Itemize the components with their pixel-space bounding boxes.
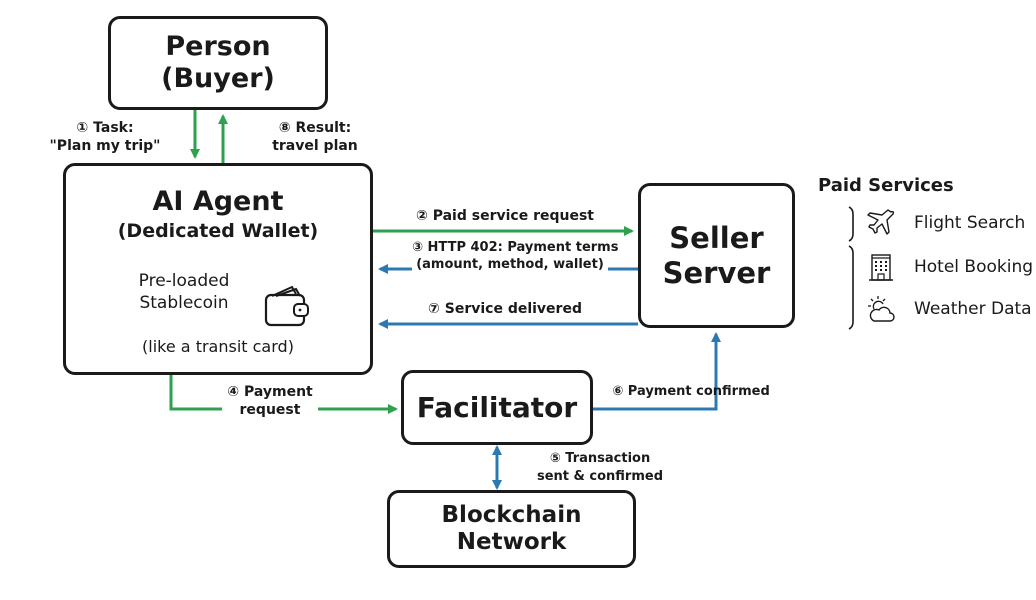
label-paid-service-request: ② Paid service request [416, 208, 594, 224]
paid-services-title: Paid Services [818, 175, 954, 196]
ai-agent-node: AI Agent (Dedicated Wallet) [63, 163, 373, 375]
person-buyer-node: Person (Buyer) [108, 16, 328, 110]
wallet-icon [264, 285, 309, 327]
arrow-payment-confirmed [592, 332, 721, 411]
label-payment-confirmed: ⑥ Payment confirmed [612, 384, 770, 399]
label-payment-request: ④ Payment request [222, 383, 318, 419]
hotel-building-icon [869, 254, 893, 281]
person-title: Person [165, 31, 271, 63]
service-label: Hotel Booking [914, 257, 1034, 277]
seller-title: Seller [669, 221, 764, 256]
bracket-hotel-weather [848, 245, 854, 330]
blockchain-subtitle: Network [456, 529, 567, 555]
facilitator-node: Facilitator [401, 370, 593, 445]
agent-subtitle: (Dedicated Wallet) [117, 219, 319, 242]
blockchain-network-node: Blockchain Network [387, 490, 636, 568]
arrow-payment-request [169, 374, 398, 414]
label-service-delivered: ⑦ Service delivered [428, 301, 582, 317]
sun-cloud-icon [868, 296, 895, 322]
wallet-line2: Stablecoin [139, 293, 229, 313]
agent-title: AI Agent [152, 186, 284, 217]
service-item: Weather Data [866, 294, 1032, 324]
label-http-402: ③ HTTP 402: Payment terms (amount, metho… [412, 239, 619, 273]
bracket-flight [848, 206, 854, 242]
label-result: ⑧ Result: travel plan [272, 120, 358, 154]
label-task: ① Task: "Plan my trip" [49, 120, 161, 154]
service-label: Weather Data [914, 299, 1032, 319]
seller-subtitle: Server [662, 255, 771, 290]
wallet-line1: Pre-loaded [138, 271, 230, 291]
seller-server-node: Seller Server [638, 183, 795, 328]
blockchain-title: Blockchain [441, 501, 582, 528]
service-label: Flight Search [914, 213, 1026, 233]
wallet-note: (like a transit card) [142, 337, 294, 356]
person-subtitle: (Buyer) [161, 63, 275, 94]
facilitator-title: Facilitator [416, 390, 578, 424]
label-transaction: ⑤ Transaction sent & confirmed [536, 451, 664, 484]
airplane-icon [867, 209, 895, 235]
service-item: Flight Search [866, 208, 1025, 238]
service-item: Hotel Booking [866, 252, 1033, 282]
